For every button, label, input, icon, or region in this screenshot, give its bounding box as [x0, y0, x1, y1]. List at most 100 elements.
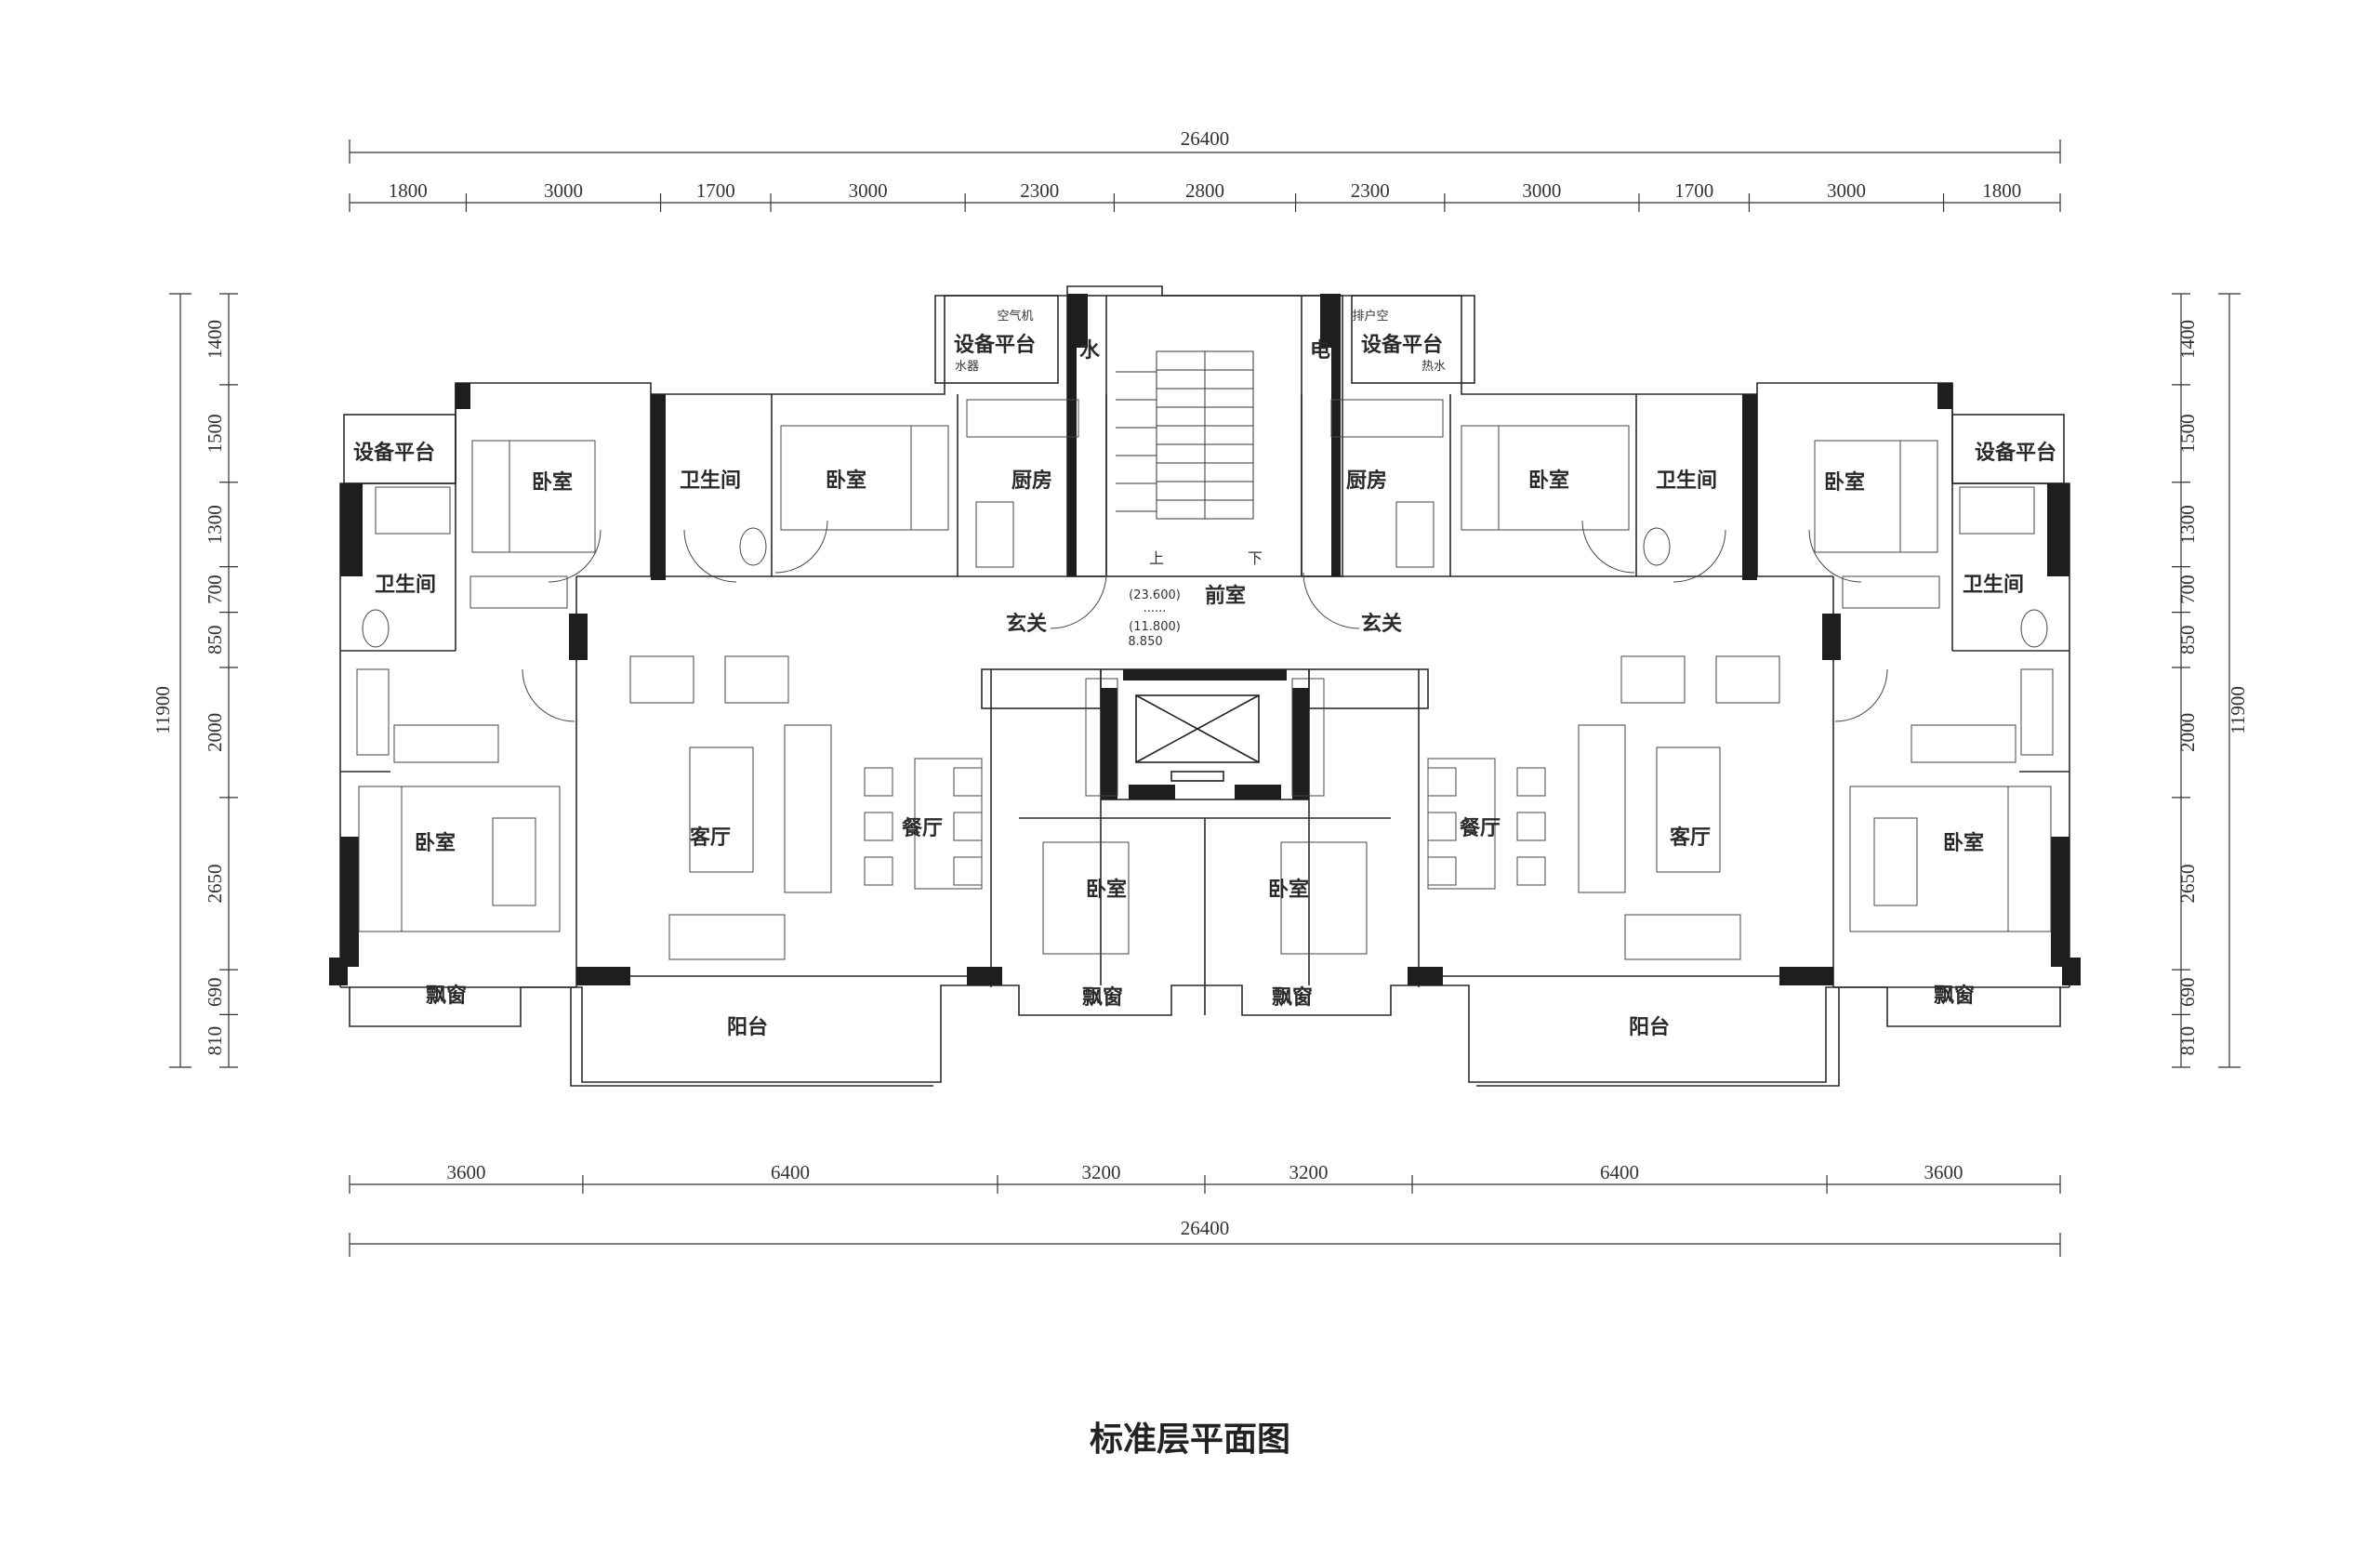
- equipment-note-2: 水器: [955, 360, 979, 374]
- right-dim-label-8: 690: [2176, 977, 2199, 1007]
- bay-window-label-4: 飘窗: [1934, 984, 1975, 1008]
- left-dim-label-2: 1500: [204, 414, 226, 453]
- right-dim-label-6: 2000: [2176, 713, 2199, 752]
- equipment-platform-label-3: 设备平台: [353, 441, 435, 465]
- stair-down-label: 下: [1248, 549, 1263, 567]
- right-dimension-ticks: [2172, 293, 2241, 1068]
- left-dim-label-6: 2000: [204, 713, 226, 752]
- bay-window-label-3: 飘窗: [1272, 985, 1313, 1010]
- right-dim-label-5: 850: [2176, 626, 2199, 655]
- left-dim-label-7: 2650: [204, 864, 226, 903]
- equipment-note-1: 空气机: [997, 309, 1033, 324]
- bottom-dim-label-1: 3600: [446, 1161, 485, 1183]
- kitchen-label-2: 厨房: [1346, 469, 1387, 493]
- stair-up-label: 上: [1149, 549, 1164, 567]
- equipment-note-4: 热水: [1421, 360, 1446, 374]
- bottom-dim-label-3: 3200: [1081, 1161, 1120, 1183]
- right-dim-label-9: 810: [2176, 1026, 2199, 1056]
- left-dimension-labels: 1400 1500 1300 700 850 2000 2650 690 810: [204, 320, 226, 1055]
- right-total-dimension: 11900: [2227, 686, 2249, 734]
- left-dim-label-9: 810: [204, 1026, 226, 1056]
- left-dimension-lines: [179, 294, 230, 1067]
- electric-shaft-label: 电: [1310, 339, 1330, 363]
- right-dim-label-7: 2650: [2176, 864, 2199, 903]
- stair-symbol: [1116, 350, 1254, 520]
- equipment-platform-label-1: 设备平台: [954, 333, 1036, 357]
- elevation-label-2: ......: [1144, 601, 1167, 615]
- elevator-symbol: [1135, 694, 1260, 782]
- elevation-label-4: 8.850: [1128, 635, 1162, 649]
- bedroom-label-2: 卧室: [826, 469, 866, 493]
- drawing-title: 标准层平面图: [1090, 1420, 1290, 1459]
- front-room-label: 前室: [1205, 584, 1246, 608]
- top-dim-label-10: 3000: [1827, 179, 1866, 202]
- living-room-label-2: 客厅: [1670, 826, 1711, 850]
- furniture-symbols: [356, 399, 2054, 960]
- left-dim-label-4: 700: [204, 575, 226, 604]
- bathroom-label-2: 卫生间: [1656, 469, 1717, 493]
- bottom-dim-label-2: 6400: [771, 1161, 810, 1183]
- foyer-label-1: 玄关: [1006, 612, 1047, 636]
- right-dim-label-3: 1300: [2176, 505, 2199, 544]
- bay-window-label-2: 飘窗: [1082, 985, 1123, 1010]
- bathroom-label-3: 卫生间: [375, 574, 436, 597]
- door-swings: [522, 520, 1888, 722]
- equipment-note-3: 排户空: [1352, 309, 1388, 324]
- top-dim-label-1: 1800: [389, 179, 428, 202]
- top-dim-label-8: 3000: [1522, 179, 1561, 202]
- dining-room-label-1: 餐厅: [902, 817, 943, 840]
- bathroom-label-4: 卫生间: [1963, 574, 2024, 597]
- top-dim-label-2: 3000: [544, 179, 583, 202]
- top-dimension-lines: [350, 152, 2060, 204]
- bottom-dimension-ticks: [349, 1175, 2061, 1257]
- bedroom-label-7: 卧室: [1268, 878, 1309, 902]
- right-dim-label-4: 700: [2176, 575, 2199, 604]
- balcony-label-2: 阳台: [1629, 1015, 1670, 1039]
- bay-window-label-1: 飘窗: [426, 984, 467, 1008]
- kitchen-label-1: 厨房: [1012, 469, 1052, 493]
- right-dimension-lines: [2180, 294, 2230, 1067]
- bedroom-label-6: 卧室: [1086, 878, 1127, 902]
- top-dim-label-6: 2800: [1185, 179, 1224, 202]
- top-total-dimension: 26400: [1181, 127, 1230, 150]
- left-dim-label-5: 850: [204, 626, 226, 655]
- right-dimension-labels: 1400 1500 1300 700 850 2000 2650 690 810: [2176, 320, 2199, 1055]
- left-dim-label-3: 1300: [204, 505, 226, 544]
- top-dimension-ticks: [349, 139, 2061, 212]
- elevation-label-3: (11.800): [1129, 620, 1181, 634]
- left-dimension-ticks: [169, 293, 238, 1068]
- top-dim-label-5: 2300: [1020, 179, 1059, 202]
- water-shaft-label: 水: [1079, 339, 1101, 363]
- bottom-dim-label-4: 3200: [1289, 1161, 1329, 1183]
- foyer-label-2: 玄关: [1361, 612, 1402, 636]
- living-room-label-1: 客厅: [690, 826, 731, 850]
- bathroom-label-1: 卫生间: [680, 469, 741, 493]
- top-dimension-labels: 1800 3000 1700 3000 2300 2800 2300 3000 1700 3000…: [389, 179, 2022, 202]
- right-dim-label-2: 1500: [2176, 414, 2199, 453]
- top-dim-label-3: 1700: [696, 179, 735, 202]
- top-dim-label-7: 2300: [1351, 179, 1390, 202]
- room-labels: 设备平台 设备平台 设备平台 设备平台 水 电 卧室 卫生间 卧室 厨房 厨房 …: [353, 309, 2056, 1039]
- right-dim-label-1: 1400: [2176, 320, 2199, 359]
- bedroom-label-4: 卧室: [1824, 470, 1865, 495]
- left-total-dimension: 11900: [152, 686, 174, 734]
- bottom-total-dimension: 26400: [1181, 1217, 1230, 1239]
- dining-room-label-2: 餐厅: [1460, 817, 1501, 840]
- left-dim-label-8: 690: [204, 977, 226, 1007]
- bedroom-label-3: 卧室: [1528, 469, 1569, 493]
- structural-columns: [329, 294, 2081, 985]
- equipment-platform-label-4: 设备平台: [1975, 441, 2056, 465]
- balcony-label-1: 阳台: [727, 1015, 768, 1039]
- bottom-dim-label-6: 3600: [1924, 1161, 1964, 1183]
- equipment-platform-label-2: 设备平台: [1361, 333, 1443, 357]
- bedroom-label-8: 卧室: [1943, 831, 1984, 855]
- top-dim-label-9: 1700: [1674, 179, 1713, 202]
- top-dim-label-11: 1800: [1982, 179, 2021, 202]
- bedroom-label-1: 卧室: [532, 470, 573, 495]
- bedroom-label-5: 卧室: [415, 831, 456, 855]
- top-dim-label-4: 3000: [849, 179, 888, 202]
- left-dim-label-1: 1400: [204, 320, 226, 359]
- elevation-label-1: (23.600): [1129, 588, 1181, 602]
